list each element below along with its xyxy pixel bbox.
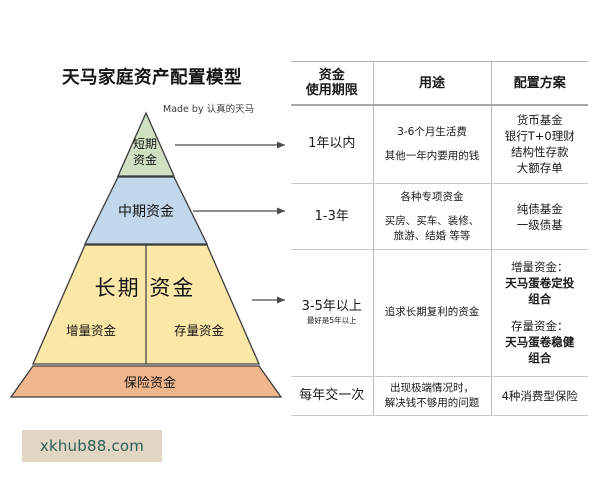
pyramid-band-short-term (116, 111, 176, 177)
cell-term-note: 最好是5年以上 (306, 316, 357, 326)
watermark: xkhub88.com (22, 430, 162, 462)
page-subtitle: Made by 认真的天马 (163, 104, 255, 115)
table-header-row: 资金 使用期限 用途 配置方案 (291, 61, 588, 106)
column-header-use: 用途 (372, 61, 492, 106)
table-row: 每年交一次 出现极端情况时， 解决钱不够用的问题 4种消费型保险 (291, 375, 588, 417)
cell-plan: 4种消费型保险 (490, 375, 588, 417)
cell-term: 3-5年以上 最好是5年以上 (291, 249, 374, 377)
table-row: 3-5年以上 最好是5年以上 追求长期复利的资金 增量资金： 天马蛋卷定投 组合… (291, 249, 588, 377)
cell-term: 每年交一次 (291, 375, 374, 417)
table-row: 1-3年 各种专项资金 买房、买车、装修、 旅游、结婚 等等 纯债基金 一级债基 (291, 182, 588, 251)
pyramid-band-mid-term (83, 176, 209, 245)
cell-use: 3-6个月生活费 其他一年内要用的钱 (372, 104, 492, 184)
pyramid-diagram: 短期 资金 中期资金 长期 资金 增量资金 存量资金 保险资金 (0, 0, 290, 480)
cell-plan: 纯债基金 一级债基 (490, 182, 588, 251)
pyramid-panel: 天马家庭资产配置模型 Made by 认真的天马 (0, 0, 290, 480)
arrow-short-term (175, 141, 285, 149)
column-header-term: 资金 使用期限 (291, 61, 374, 106)
cell-term: 1-3年 (291, 182, 374, 251)
cell-plan: 货币基金 银行T+0理财 结构性存款 大额存单 (490, 104, 588, 184)
cell-term: 1年以内 (291, 104, 374, 184)
cell-plan: 增量资金： 天马蛋卷定投 组合 存量资金： 天马蛋卷稳健 组合 (490, 249, 588, 377)
arrow-mid-term (193, 207, 285, 215)
cell-use: 追求长期复利的资金 (372, 249, 492, 377)
column-header-plan: 配置方案 (490, 61, 588, 106)
arrow-long-term (252, 296, 285, 304)
cell-use: 各种专项资金 买房、买车、装修、 旅游、结婚 等等 (372, 182, 492, 251)
pyramid-band-insurance (9, 365, 283, 398)
allocation-table: 资金 使用期限 用途 配置方案 1年以内 3-6个月生活费 其他一年内要用的钱 (291, 61, 588, 417)
table-row: 1年以内 3-6个月生活费 其他一年内要用的钱 货币基金 银行T+0理财 结构性… (291, 104, 588, 184)
cell-use: 出现极端情况时， 解决钱不够用的问题 (372, 375, 492, 417)
allocation-table-panel: 资金 使用期限 用途 配置方案 1年以内 3-6个月生活费 其他一年内要用的钱 (291, 61, 588, 417)
page-title: 天马家庭资产配置模型 (62, 68, 242, 88)
